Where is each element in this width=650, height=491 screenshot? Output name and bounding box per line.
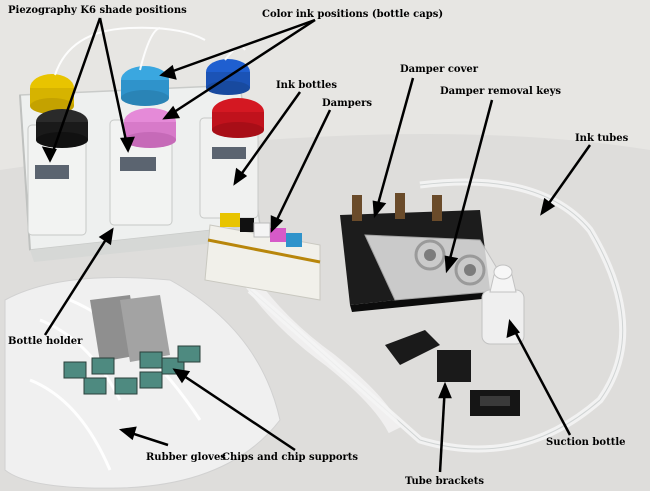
annotation-arrows	[41, 17, 592, 473]
label-ink-bottles: Ink bottles	[276, 80, 338, 91]
label-tube-brackets: Tube brackets	[405, 476, 484, 487]
label-color-ink-positions: Color ink positions (bottle caps)	[262, 9, 444, 20]
label-suction-bottle: Suction bottle	[546, 437, 626, 448]
label-bottle-holder: Bottle holder	[8, 336, 83, 347]
label-chips-and-supports: Chips and chip supports	[222, 452, 359, 463]
label-rubber-gloves: Rubber gloves	[146, 452, 226, 463]
label-ink-tubes: Ink tubes	[575, 133, 629, 144]
chips	[63, 345, 201, 395]
dampers	[204, 213, 321, 301]
bottle-caps	[30, 59, 264, 148]
label-dampers: Dampers	[322, 98, 372, 109]
label-damper-removal-keys: Damper removal keys	[440, 86, 562, 97]
chip-supports	[90, 295, 170, 362]
label-damper-cover: Damper cover	[400, 64, 479, 75]
label-k6-shade-positions: Piezography K6 shade positions	[8, 5, 187, 16]
tube-brackets	[385, 330, 520, 416]
